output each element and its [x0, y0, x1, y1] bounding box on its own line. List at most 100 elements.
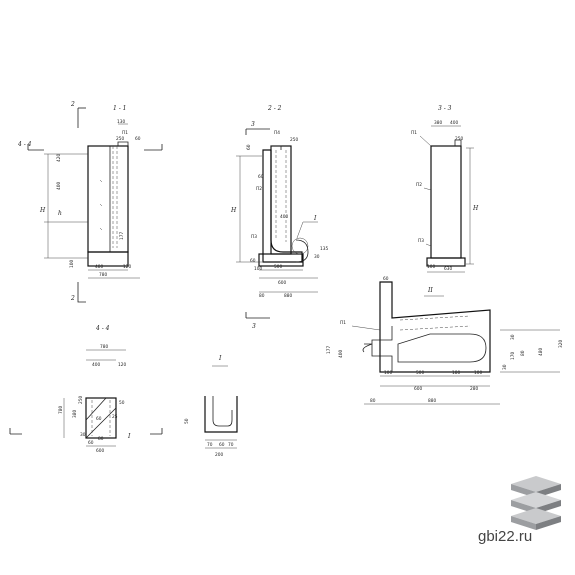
site-watermark: gbi22.ru: [478, 528, 533, 545]
dim-s1-177: 177: [119, 232, 125, 240]
dim-s1-480: 480: [95, 264, 103, 270]
dim-n2-600: 600: [414, 386, 422, 392]
node-I-detail: I 50 70 60 70 200: [184, 355, 238, 458]
dim-s4-400: 400: [92, 362, 100, 368]
node-I-outline: [204, 396, 238, 433]
dim-n2-500: 500: [416, 370, 424, 376]
label-s2-p4: П4: [274, 130, 280, 136]
dim-n1-70: 70: [207, 442, 213, 448]
dim-s2-100: 100: [254, 266, 262, 272]
dim-n2-30: 30: [510, 334, 516, 340]
dim-s4-120: 120: [118, 362, 126, 368]
node-II-outline: [379, 281, 491, 373]
section-2-2-cut-line-top: [245, 128, 270, 135]
dim-n2-280: 280: [470, 386, 478, 392]
rebar-dashed: [275, 150, 287, 242]
dim-n2-177: 177: [326, 346, 332, 354]
dim-n1-70b: 70: [228, 442, 234, 448]
label-s3-p3: П3: [418, 238, 424, 244]
loop-hook: [295, 239, 309, 263]
dim-s1-400: 400: [56, 182, 62, 190]
plan-outline: [85, 397, 117, 439]
dim-s3-380: 380: [434, 120, 442, 126]
section-2-2: 2 - 2 3 3 I H 60 250 П4 П2 60 400 П3 100…: [230, 105, 328, 330]
label-s3-p1: П1: [411, 130, 417, 136]
dim-s1-130: 130: [117, 119, 125, 125]
dim-s4-780: 780: [100, 344, 108, 350]
anchor-ticks: [99, 179, 103, 231]
dim-s3-250: 250: [455, 136, 463, 142]
height-dimension: [44, 153, 88, 259]
dim-s1-60: 60: [135, 136, 141, 142]
dim-n2-80: 80: [520, 350, 526, 356]
cut-mark-4-left: 4 - 4: [17, 141, 32, 148]
section-2-2-cut-mark-top: 3: [251, 121, 255, 128]
dim-n2-60: 60: [383, 276, 389, 282]
stem-outline: [262, 149, 303, 263]
dim-n2-100: 100: [384, 370, 392, 376]
dim-n2-30b: 30: [502, 364, 508, 370]
dim-n2-880: 880: [428, 398, 436, 404]
node-II-stem: [371, 326, 393, 372]
height-dimension: [466, 147, 474, 265]
dim-n2-320: 320: [558, 340, 564, 348]
section-4-4: 4 - 4 780 400 120 250 380 780 60 25 50 3…: [9, 325, 163, 454]
dim-n2-100b: 100: [474, 370, 482, 376]
dim-s4-80: 80: [98, 436, 104, 442]
section-1-1: 1 - 1 2 2 4 - 4 H h 420 400 177 100 130 …: [17, 101, 163, 303]
dim-s4-60: 60: [96, 416, 102, 422]
dim-s2-500: 500: [274, 264, 282, 270]
height-dimension: [236, 155, 262, 263]
section-2-2-title: 2 - 2: [267, 105, 282, 112]
cut-line-4-right: [144, 144, 163, 151]
dim-s2-400: 400: [280, 214, 288, 220]
dim-s4-50: 50: [119, 400, 125, 406]
node-II-title: II: [427, 287, 433, 294]
dim-s4-30: 30: [80, 432, 86, 438]
node-1-ref: I: [313, 215, 317, 222]
dim-s4-600: 600: [96, 448, 104, 454]
node-II-extension-lines: [500, 329, 560, 373]
height-label: H: [472, 205, 479, 212]
leaders-s3: [419, 135, 432, 247]
height-label: H: [230, 207, 237, 214]
dim-n2-170: 170: [510, 352, 516, 360]
dim-s4-380: 380: [72, 410, 78, 418]
footing-outline: [258, 253, 304, 267]
stacked-slabs-icon: [511, 476, 561, 530]
node-II-hidden: [399, 315, 471, 331]
dim-s1-420: 420: [56, 154, 62, 162]
horizontal-dims: [88, 123, 140, 279]
dim-s2-250: 250: [290, 137, 298, 143]
label-n2-p1: П1: [340, 320, 346, 326]
leader-node-1: [296, 221, 318, 239]
top-cap: [270, 145, 282, 150]
dim-n1-200: 200: [215, 452, 223, 458]
dim-s2-60c: 60: [250, 258, 256, 264]
logo-mark: [507, 474, 565, 530]
top-cap: [117, 141, 129, 146]
dim-s2-135: 135: [320, 246, 328, 252]
node-I-dims: [205, 439, 237, 449]
section-2-2-cut-line-bottom: [245, 312, 270, 319]
dim-n2-480: 480: [538, 348, 544, 356]
horizontal-dims: [427, 125, 465, 273]
dim-s1-250: 250: [116, 136, 124, 142]
horizontal-dims: [259, 269, 318, 293]
section-1-1-cut-line-bottom: [77, 282, 86, 303]
footing-outline: [426, 257, 466, 267]
label-s2-p3: П3: [251, 234, 257, 240]
node-I-loop: [212, 396, 233, 427]
label-s2-p2: П2: [256, 186, 262, 192]
dim-n1-50: 50: [184, 418, 190, 424]
dim-s2-60b: 60: [258, 174, 264, 180]
section-1-1-title: 1 - 1: [113, 105, 126, 112]
leader-n2-p1: [351, 325, 381, 331]
node-2-ref-small: I: [127, 433, 131, 440]
dim-s2-60: 60: [246, 144, 252, 150]
dim-s4-780b: 780: [58, 406, 64, 414]
node-II-hook: [362, 343, 373, 353]
section-1-1-cut-mark-bottom: 2: [70, 295, 75, 302]
dim-n2-400: 400: [338, 350, 344, 358]
